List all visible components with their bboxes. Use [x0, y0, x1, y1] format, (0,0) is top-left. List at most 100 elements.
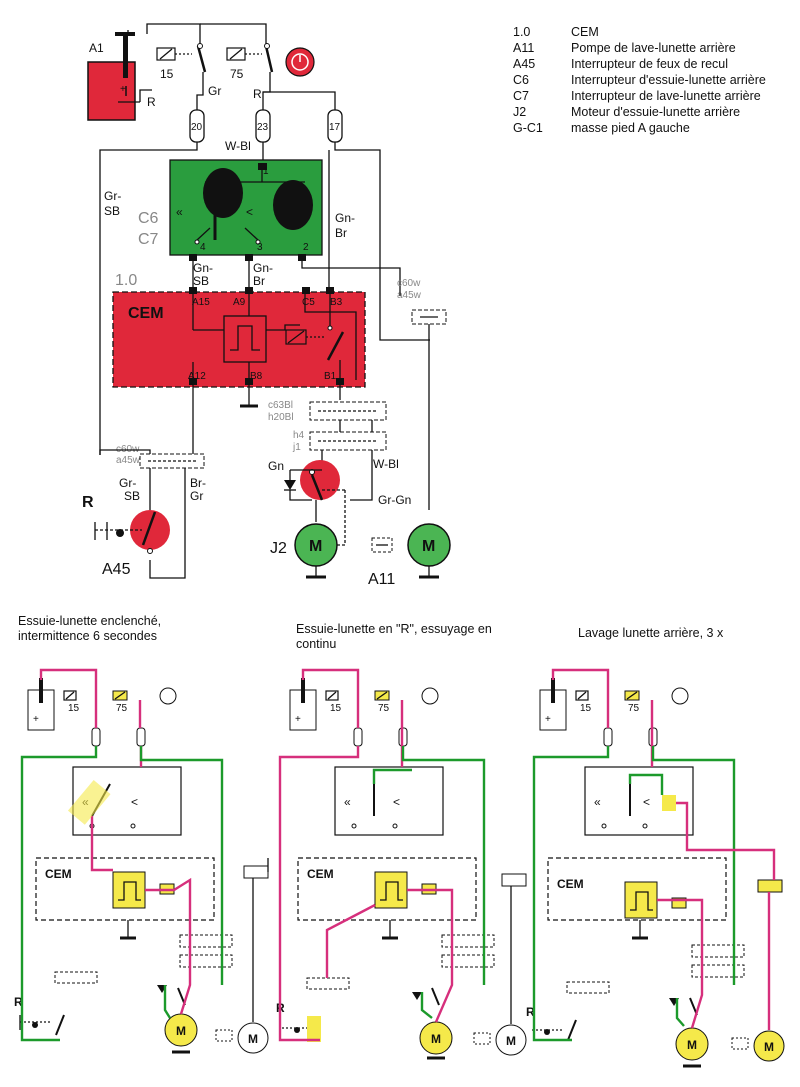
wire-label-gn-sb-1: Gn- [193, 261, 213, 275]
svg-text:+: + [295, 714, 301, 725]
wire-label-gr-gn: Gr-Gn [378, 493, 411, 507]
svg-text:20: 20 [191, 122, 203, 133]
mini-ignition-icon [159, 687, 177, 705]
wire-label-gn-sb-2: SB [193, 274, 209, 288]
mini-relay-75-label: 75 [116, 703, 128, 714]
wire-label-gn-br2-2: Br [335, 226, 347, 240]
mini-diagram-2: + 15 75 « < CEM [276, 668, 527, 1060]
symbol-fast: « [176, 205, 183, 219]
svg-text:17: 17 [329, 122, 341, 133]
mini-diagram-1: + 15 75 « < CEM [14, 668, 269, 1054]
wire-label-gn-br-1: Gn- [253, 261, 273, 275]
variant-j1: j1 [292, 442, 301, 453]
reverse-label: R [82, 494, 94, 511]
connector-20: 20 [189, 109, 205, 143]
wire-label-br-gr-2: Gr [190, 489, 203, 503]
symbol-slow: < [246, 205, 253, 219]
legend-row: A11 Pompe de lave-lunette arrière [513, 40, 766, 56]
wire-label-gr-sb-2: SB [104, 204, 120, 218]
legend-code: A11 [513, 41, 535, 55]
battery-label: A1 [89, 41, 104, 55]
caption-2-line-2: continu [296, 637, 337, 651]
connector-17: 17 [327, 109, 343, 143]
mini2-relay-75-label: 75 [378, 703, 390, 714]
svg-text:M: M [248, 1032, 258, 1046]
washer-pump-icon [371, 537, 393, 553]
battery-terminal-label: R [147, 95, 156, 109]
motor-j2-label: J2 [270, 540, 287, 557]
legend-code: J2 [513, 105, 527, 119]
legend-code: C7 [513, 89, 529, 103]
battery-a1: + A1 R [87, 32, 156, 121]
legend-description: Pompe de lave-lunette arrière [571, 41, 736, 55]
caption-2-line-1: Essuie-lunette en "R", essuyage en [296, 622, 492, 636]
svg-text:M: M [764, 1040, 774, 1054]
wire-label-br-gr-1: Br- [190, 476, 206, 490]
svg-text:+: + [120, 84, 126, 95]
mini-reverse-label: R [14, 995, 23, 1009]
variant-h20bl: h20Bl [268, 412, 294, 423]
cem-pin-a9: A9 [233, 297, 246, 308]
label-c7: C7 [138, 231, 159, 248]
variant-c60w: c60w [397, 278, 421, 289]
cem-ref-label: 1.0 [115, 272, 137, 289]
variant-a45w-left: a45w [116, 455, 141, 466]
cem-pin-c5: C5 [302, 297, 315, 308]
pin-4: 4 [200, 242, 206, 253]
legend-code: C6 [513, 73, 529, 87]
legend-description: Interrupteur d'essuie-lunette arrière [571, 73, 766, 87]
mini-diagram-3: + 15 75 « < CEM [526, 668, 785, 1068]
mini3-motor-label: M [687, 1038, 697, 1052]
main-diagram: + A1 R 15 75 [82, 23, 451, 588]
svg-text:«: « [344, 795, 351, 809]
svg-text:23: 23 [257, 122, 269, 133]
caption-3-line-1: Lavage lunette arrière, 3 x [578, 626, 724, 640]
svg-text:<: < [131, 795, 138, 809]
legend-row: J2 Moteur d'essuie-lunette arrière [513, 104, 766, 120]
wire-label-gr-sb-1: Gr- [104, 189, 121, 203]
legend-description: CEM [571, 25, 599, 39]
reverse-switch-a45: R A45 [82, 494, 170, 578]
legend-description: Interrupteur de feux de recul [571, 57, 729, 71]
mini2-relay-15-label: 15 [330, 703, 342, 714]
mini-cem-label: CEM [45, 867, 72, 881]
pin-2: 2 [303, 242, 309, 253]
wire-label-r: R [253, 87, 262, 101]
variant-h4: h4 [293, 430, 305, 441]
mini-relay-15-label: 15 [68, 703, 80, 714]
mini3-ignition-icon [671, 687, 689, 705]
pump-a11-m: M [422, 538, 435, 555]
pin-3: 3 [257, 242, 263, 253]
wire-label-wbl: W-Bl [225, 139, 251, 153]
wire-label-gr-sb-left-2: SB [124, 489, 140, 503]
mini3-reverse-label: R [526, 1005, 535, 1019]
mini3-relay-75-label: 75 [628, 703, 640, 714]
cem-pin-b8: B8 [250, 371, 263, 382]
legend-description: Moteur d'essuie-lunette arrière [571, 105, 741, 119]
mini-motor-label: M [176, 1024, 186, 1038]
legend-code: A45 [513, 57, 536, 71]
svg-text:+: + [545, 714, 551, 725]
relay-75-label: 75 [230, 67, 244, 81]
svg-text:<: < [393, 795, 400, 809]
motor-j2-m: M [309, 538, 322, 555]
legend-row: A45 Interrupteur de feux de recul [513, 56, 766, 72]
mini2-cem-label: CEM [307, 867, 334, 881]
svg-text:«: « [594, 795, 601, 809]
cem-pin-b1: B1 [324, 371, 337, 382]
cem-label: CEM [128, 305, 164, 322]
mini2-motor-label: M [431, 1032, 441, 1046]
pump-a11: M A11 Gr-Gn [368, 493, 451, 588]
variant-c63bl: c63Bl [268, 400, 293, 411]
caption-1: Essuie-lunette enclenché, intermittence … [18, 614, 161, 644]
legend-description: masse pied A gauche [571, 121, 690, 135]
svg-text:<: < [643, 795, 650, 809]
caption-1-line-2: intermittence 6 secondes [18, 629, 157, 643]
switch-c6-c7: 1 « < 4 3 2 [169, 159, 323, 256]
caption-1-line-1: Essuie-lunette enclenché, [18, 614, 162, 628]
